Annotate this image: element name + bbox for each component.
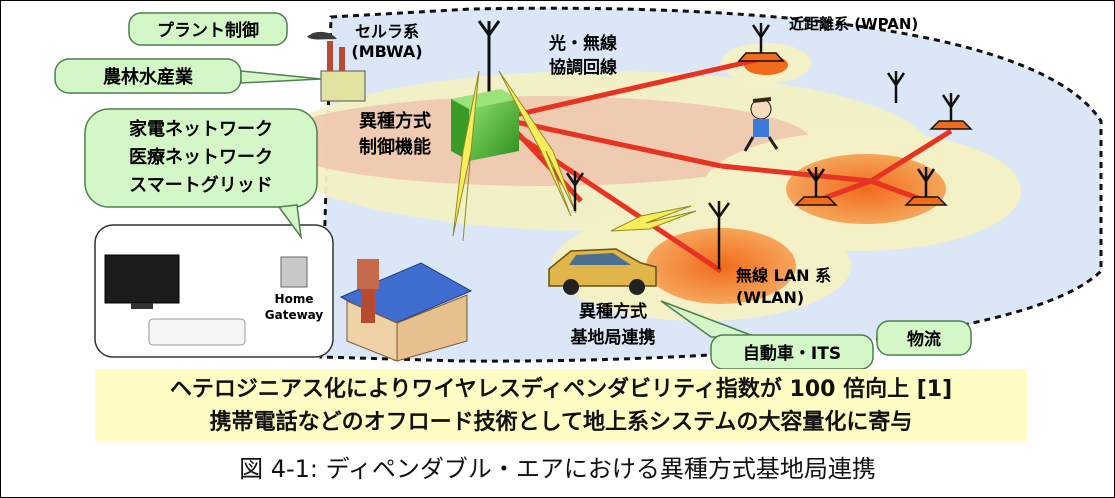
callout-home-networks: 家電ネットワーク 医療ネットワーク スマートグリッド bbox=[84, 108, 318, 240]
callout-agriculture: 農林水産業 bbox=[54, 58, 322, 94]
summary-banner: ヘテロジニアス化によりワイヤレスディペンダビリティ指数が 100 倍向上 [1]… bbox=[95, 369, 1027, 441]
car-illustration bbox=[548, 248, 657, 295]
wpan-nodes bbox=[737, 52, 973, 206]
hetero-method-label: 異種方式 bbox=[359, 110, 431, 132]
wlan-abbr-label: (WLAN) bbox=[736, 288, 804, 307]
medical-network-label: 医療ネットワーク bbox=[129, 146, 273, 168]
smart-grid-label: スマートグリッド bbox=[129, 174, 272, 196]
coordinated-line-label: 協調回線 bbox=[549, 57, 617, 78]
wpan-label: 近距離系 (WPAN) bbox=[789, 15, 918, 33]
wlan-label: 無線 LAN 系 bbox=[736, 266, 831, 285]
figure-caption: 図 4-1: ディペンダブル・エアにおける異種方式基地局連携 bbox=[239, 455, 876, 483]
control-function-label: 制御機能 bbox=[359, 136, 431, 158]
wpan-core bbox=[786, 154, 946, 224]
home-network-label: 家電ネットワーク bbox=[129, 118, 273, 140]
tv-illustration bbox=[104, 254, 180, 309]
callout-logistics: 物流 bbox=[876, 320, 972, 356]
callout-automotive: 自動車・ITS bbox=[660, 300, 874, 370]
house-illustration bbox=[339, 259, 473, 362]
agriculture-label: 農林水産業 bbox=[103, 66, 194, 88]
base-station-coordination-label: 基地局連携 bbox=[570, 327, 656, 348]
cellular-antenna bbox=[477, 20, 501, 96]
home-label: Home bbox=[275, 292, 314, 306]
factory-illustration bbox=[307, 31, 366, 102]
plant-control-label: プラント制御 bbox=[157, 20, 259, 41]
network-diagram: プラント制御 農林水産業 家電ネットワーク 医療ネットワーク スマートグリッド … bbox=[54, 6, 1103, 370]
home-gateway-device bbox=[280, 256, 308, 288]
heterogeneous-controller-box bbox=[451, 89, 519, 161]
callout-plant-control: プラント制御 bbox=[128, 12, 288, 46]
gateway-label: Gateway bbox=[265, 308, 324, 322]
optical-wireless-label: 光・無線 bbox=[548, 33, 617, 54]
cellular-label: セルラ系 bbox=[355, 22, 419, 41]
summary-line-1: ヘテロジニアス化によりワイヤレスディペンダビリティ指数が 100 倍向上 [1] bbox=[169, 377, 953, 402]
automotive-label: 自動車・ITS bbox=[743, 343, 841, 364]
mbwa-label: (MBWA) bbox=[351, 42, 422, 61]
logistics-label: 物流 bbox=[907, 329, 941, 350]
mobile-user-figure bbox=[743, 97, 779, 152]
air-conditioner bbox=[148, 318, 246, 346]
summary-line-2: 携帯電話などのオフロード技術として地上系システムの大容量化に寄与 bbox=[209, 410, 913, 435]
hetero-base-label: 異種方式 bbox=[579, 301, 647, 322]
